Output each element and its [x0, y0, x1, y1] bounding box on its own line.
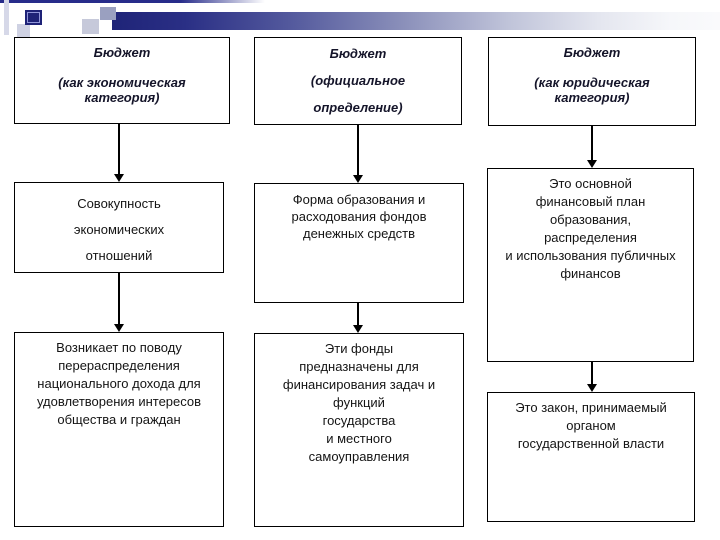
arrow-head-icon [353, 175, 363, 183]
arrow-head-icon [587, 384, 597, 392]
arrow-shaft [118, 124, 120, 174]
accent-square-light-lower [82, 19, 99, 34]
down-arrow-official-2 [353, 303, 363, 333]
arrow-shaft [591, 362, 593, 384]
header-accent-line [0, 0, 265, 3]
arrow-shaft [591, 126, 593, 160]
box-budget-economic-category: Бюджет (как экономическая категория) [14, 37, 230, 124]
header-left-strip [4, 0, 9, 35]
box-budget-legal-category: Бюджет (как юридическая категория) [488, 37, 696, 126]
down-arrow-economic-1 [114, 124, 124, 182]
arrow-shaft [118, 273, 120, 324]
down-arrow-economic-2 [114, 273, 124, 332]
arrow-shaft [357, 125, 359, 175]
arrow-shaft [357, 303, 359, 325]
box-funds-purpose: Эти фонды предназначены для финансирован… [254, 333, 464, 527]
box-set-of-economic-relations: Совокупность экономических отношений [14, 182, 224, 273]
accent-square-navy-icon [25, 10, 42, 25]
box-main-financial-plan: Это основной финансовый план образования… [487, 168, 694, 362]
arrow-head-icon [587, 160, 597, 168]
down-arrow-official-1 [353, 125, 363, 183]
down-arrow-legal-1 [587, 126, 597, 168]
arrow-head-icon [114, 174, 124, 182]
box-law-adopted-by-state-authority: Это закон, принимаемый органом государст… [487, 392, 695, 522]
header-gradient-bar [112, 12, 720, 30]
accent-square-medium [100, 7, 116, 20]
box-form-of-fund-formation: Форма образования и расходования фондов … [254, 183, 464, 303]
box-national-income-redistribution: Возникает по поводу перераспределения на… [14, 332, 224, 527]
down-arrow-legal-2 [587, 362, 597, 392]
arrow-head-icon [353, 325, 363, 333]
arrow-head-icon [114, 324, 124, 332]
accent-square-navy-inner [27, 12, 40, 23]
box-budget-official-definition: Бюджет (официальное определение) [254, 37, 462, 125]
accent-square-light-upper [17, 24, 30, 38]
